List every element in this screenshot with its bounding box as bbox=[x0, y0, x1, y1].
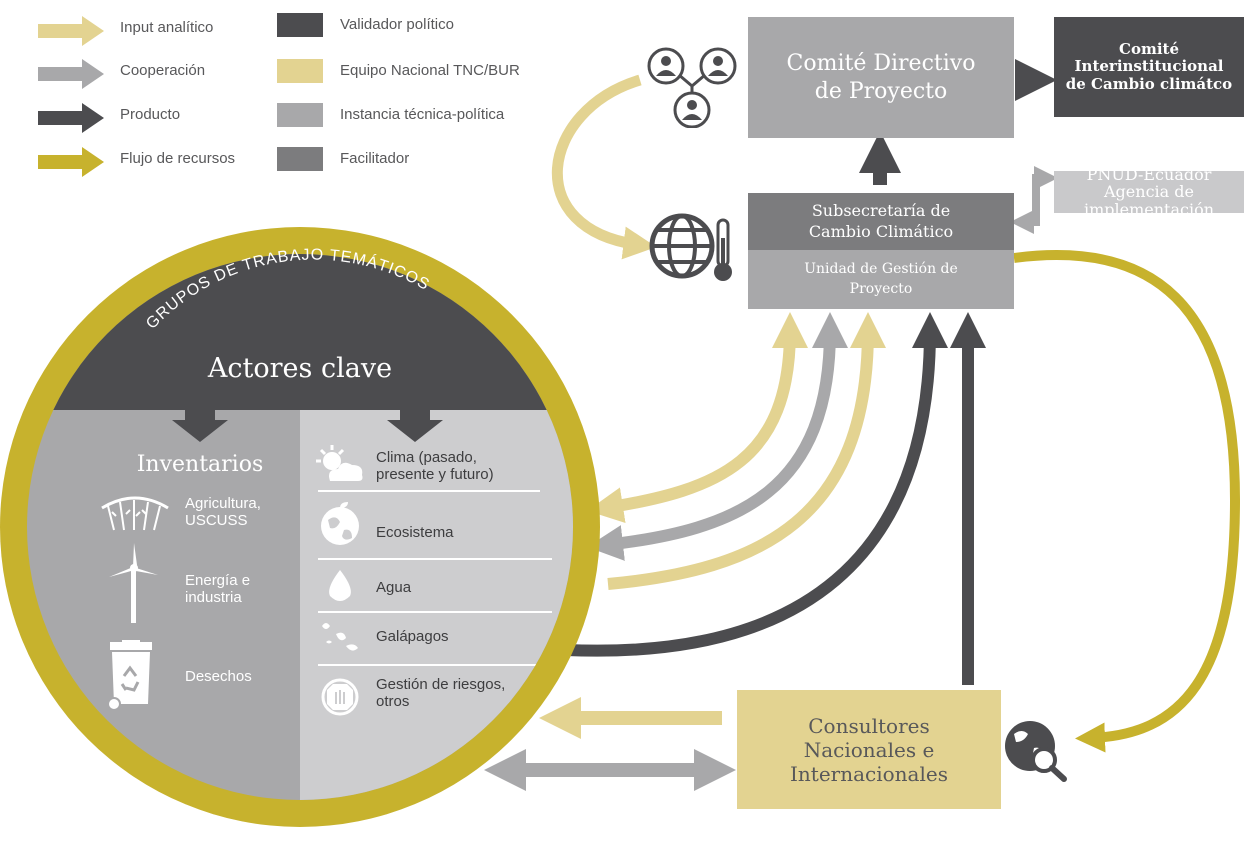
cooperation-arrow-to-circle bbox=[587, 312, 848, 561]
subsecretaria-label: Subsecretaría de Cambio Climático bbox=[808, 200, 954, 241]
weather-icon bbox=[316, 445, 363, 481]
pnud-label: PNUD-Ecuador Agencia de implementación bbox=[1083, 164, 1215, 219]
legend-label: Cooperación bbox=[120, 62, 206, 79]
islands-icon bbox=[322, 623, 358, 651]
legend-swatch-instancia bbox=[277, 103, 323, 127]
input-arrow-directivo-to-subsecretaria bbox=[551, 74, 657, 260]
pnud-box: PNUD-Ecuador Agencia de implementación bbox=[1054, 165, 1244, 218]
inventarios-title: Inventarios bbox=[136, 452, 264, 477]
inventario-desechos: Desechos bbox=[185, 668, 252, 685]
globe-leaf-icon bbox=[321, 502, 359, 545]
consultores-label: Consultores Nacionales e Internacionales bbox=[790, 713, 948, 786]
legend-swatch-facilitador bbox=[277, 147, 323, 171]
legend-arrow-item bbox=[38, 103, 106, 138]
recycle-bin-icon bbox=[107, 640, 152, 711]
legend-label: Flujo de recursos bbox=[120, 150, 236, 167]
down-arrow-topics-icon bbox=[387, 405, 443, 442]
legend-product-arrow-icon bbox=[38, 103, 104, 133]
actores-clave-header: Actores clave bbox=[207, 353, 393, 384]
wind-turbine-icon bbox=[109, 543, 158, 623]
cooperation-arrow-pnud bbox=[1010, 166, 1058, 234]
inventario-agricultura: Agricultura, USCUSS bbox=[185, 495, 261, 530]
topic-agua: Agua bbox=[376, 579, 412, 596]
legend-swatch-equipo bbox=[277, 59, 323, 83]
comite-interinstitucional-label: Comité Interinstitucional de Cambio clim… bbox=[1065, 40, 1233, 93]
legend-cooperation-arrow-icon bbox=[38, 59, 104, 89]
globe-thermometer-icon bbox=[649, 213, 732, 281]
topic-galapagos: Galápagos bbox=[376, 628, 449, 645]
agriculture-icon bbox=[101, 496, 169, 531]
legend-label: Input analítico bbox=[120, 19, 214, 36]
input-arrow-from-circle bbox=[607, 312, 886, 590]
comite-directivo-label: Comité Directivo de Proyecto bbox=[786, 51, 976, 104]
comite-directivo-box: Comité Directivo de Proyecto bbox=[748, 17, 1014, 138]
legend-label: Producto bbox=[120, 106, 181, 123]
topic-gestion-riesgos: Gestión de riesgos, otros bbox=[376, 676, 506, 711]
unidad-gestion-label: Unidad de Gestión de Proyecto bbox=[804, 260, 958, 297]
stop-sign-icon bbox=[321, 678, 359, 716]
legend-label: Equipo Nacional TNC/BUR bbox=[340, 62, 520, 79]
topic-clima: Clima (pasado, presente y futuro) bbox=[376, 449, 494, 484]
inventario-energia: Energía e industria bbox=[185, 572, 251, 607]
unidad-gestion-box: Unidad de Gestión de Proyecto bbox=[748, 250, 1014, 309]
down-arrow-inventarios-icon bbox=[172, 405, 228, 442]
resource-flow-arrow bbox=[1013, 250, 1241, 753]
legend-label: Instancia técnica-política bbox=[340, 106, 505, 123]
legend-label: Validador político bbox=[340, 16, 454, 33]
legend-arrow-item bbox=[38, 59, 106, 94]
legend-resource-arrow-icon bbox=[38, 147, 104, 177]
people-network-icon bbox=[647, 47, 737, 128]
thematic-groups-circle: GRUPOS DE TRABAJO TEMÁTICOS bbox=[0, 227, 600, 827]
product-arrow-from-circle bbox=[565, 312, 948, 657]
water-drop-icon bbox=[329, 570, 351, 601]
legend-swatch-validador bbox=[277, 13, 323, 37]
comite-interinstitucional-box: Comité Interinstitucional de Cambio clim… bbox=[1054, 17, 1244, 117]
globe-search-icon bbox=[1005, 721, 1067, 782]
input-arrow-to-circle bbox=[587, 312, 808, 523]
legend-arrow-item bbox=[38, 147, 106, 182]
legend-arrow-item bbox=[38, 16, 106, 51]
topic-ecosistema: Ecosistema bbox=[376, 524, 454, 541]
consultores-box: Consultores Nacionales e Internacionales bbox=[737, 690, 1001, 809]
legend-label: Facilitador bbox=[340, 150, 410, 167]
subsecretaria-box: Subsecretaría de Cambio Climático bbox=[748, 193, 1014, 250]
legend-input-arrow-icon bbox=[38, 16, 104, 46]
